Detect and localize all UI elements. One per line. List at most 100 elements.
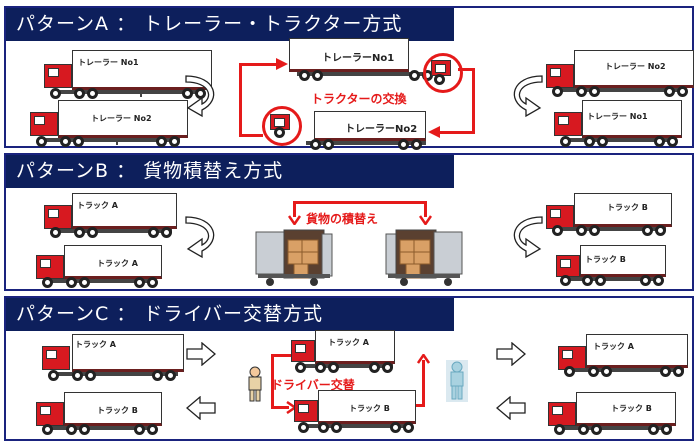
wheel	[588, 366, 599, 377]
support-leg	[140, 90, 142, 97]
wheel	[554, 424, 565, 435]
wheel	[134, 424, 145, 435]
wheel	[642, 225, 653, 236]
wheel	[552, 225, 563, 236]
panel-pattern-b: パターンB ： 貨物積替え方式 トラック A トラック A 貨物の積替え	[4, 153, 694, 291]
wheel	[48, 370, 59, 381]
tractor-exchange-label: トラクターの交換	[311, 92, 407, 106]
trailer-box: トレーラーNo2	[314, 111, 426, 141]
wheel	[165, 370, 176, 381]
wheel	[318, 422, 329, 433]
tractor-cab	[36, 255, 64, 279]
panel-pattern-a: パターンA ： トレーラー・トラクター方式 トレーラー No1 トレーラー No…	[4, 6, 694, 150]
wheel	[331, 422, 342, 433]
tractor-cab	[546, 205, 574, 229]
exchange-arrow-line	[472, 68, 475, 134]
wheel	[148, 227, 159, 238]
wheel	[660, 366, 671, 377]
wheel	[299, 70, 310, 81]
container-cargo-icon	[255, 229, 333, 286]
tractor-cab	[42, 346, 70, 370]
wheel	[655, 225, 666, 236]
wheel	[597, 136, 608, 147]
wheel	[66, 424, 77, 435]
wheel	[664, 86, 675, 97]
wheel	[87, 227, 98, 238]
trailer-box: トレーラー No1	[582, 100, 682, 138]
trailer-box: トラック B	[574, 193, 672, 227]
wheel	[298, 422, 309, 433]
driver-swap-arrow-line	[271, 406, 289, 409]
chassis	[558, 426, 672, 430]
wheel	[560, 275, 571, 286]
tractor-cab	[431, 60, 451, 76]
chassis	[564, 138, 676, 142]
container-cargo-icon	[385, 229, 463, 286]
circled-tractor-right	[423, 53, 463, 93]
wheel	[398, 139, 409, 150]
curved-arrow-icon	[185, 75, 215, 118]
chassis	[302, 424, 412, 428]
trailer-box: トラック A	[72, 193, 177, 229]
curved-arrow-icon	[513, 216, 543, 259]
chassis	[299, 364, 393, 368]
tractor-cab	[548, 402, 576, 426]
trailer-box: トラック B	[318, 390, 416, 424]
wheel	[595, 275, 606, 286]
wheel	[564, 366, 575, 377]
wheel	[312, 70, 323, 81]
right-arrow-icon	[496, 342, 526, 366]
wheel	[156, 136, 167, 147]
wheel	[576, 86, 587, 97]
wheel	[654, 136, 665, 147]
wheel	[382, 362, 393, 373]
trailer-box: トラック B	[576, 392, 676, 426]
panel-c-title: パターンC ： ドライバー交替方式	[6, 298, 454, 331]
trailer-box: トレーラーNo1	[289, 38, 409, 72]
trailer-box: トラック A	[315, 330, 395, 364]
left-arrow-icon	[496, 396, 526, 420]
wheel	[182, 88, 193, 99]
wheel	[79, 277, 90, 288]
wheel	[552, 86, 563, 97]
tractor-cab	[44, 205, 72, 229]
wheel	[74, 88, 85, 99]
wheel	[328, 362, 339, 373]
right-arrow-icon	[186, 342, 216, 366]
wheel	[147, 424, 158, 435]
arrow-head-icon	[417, 354, 430, 364]
wheel	[582, 275, 593, 286]
chassis	[568, 368, 684, 372]
trailer-box: トレーラー No1	[72, 50, 212, 90]
wheel	[403, 422, 414, 433]
wheel	[42, 424, 53, 435]
arrow-head-icon	[428, 126, 440, 138]
exchange-arrow-line	[239, 63, 279, 66]
wheel	[73, 136, 84, 147]
wheel	[161, 227, 172, 238]
wheel	[323, 139, 334, 150]
exchange-arrow-line	[239, 63, 242, 137]
wheel	[169, 136, 180, 147]
panel-pattern-c: パターンC ： ドライバー交替方式 トラック A トラック B ドライバー交替 …	[4, 296, 694, 441]
trailer-box: トラック B	[64, 392, 162, 426]
wheel	[42, 277, 53, 288]
wheel	[60, 136, 71, 147]
trailer-box: トラック A	[64, 245, 162, 279]
tractor-cab	[30, 112, 58, 136]
wheel	[50, 88, 61, 99]
trailer-box: トレーラー No2	[58, 100, 188, 138]
wheel	[667, 136, 678, 147]
wheel	[152, 370, 163, 381]
wheel	[310, 139, 321, 150]
wheel	[589, 225, 600, 236]
exchange-arrow-line	[239, 134, 263, 137]
wheel	[50, 227, 61, 238]
wheel	[390, 422, 401, 433]
trailer-box: トラック B	[580, 245, 666, 277]
wheel	[673, 366, 684, 377]
tractor-cab	[546, 64, 574, 88]
wheel	[591, 424, 602, 435]
wheel	[66, 277, 77, 288]
wheel	[85, 370, 96, 381]
